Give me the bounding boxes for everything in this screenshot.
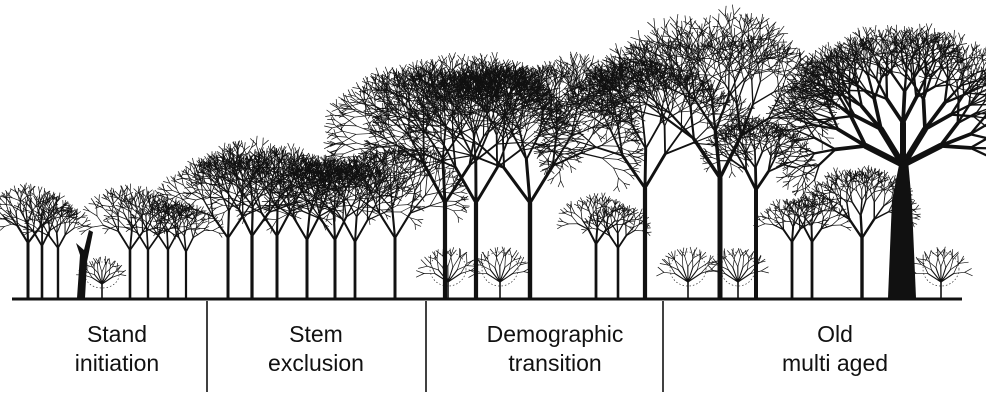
tree-icon	[802, 165, 921, 300]
stage-label-line: multi aged	[781, 350, 889, 376]
stage-label-stem-exclusion: Stem exclusion	[241, 320, 391, 378]
tree-icon	[152, 201, 225, 300]
shrub-icon	[705, 248, 769, 298]
tree-icon	[581, 203, 652, 300]
old-tree-icon	[759, 23, 986, 298]
stage-label-line: Stem	[289, 321, 343, 347]
stage-label-old-multi-aged: Old multi aged	[735, 320, 935, 378]
tree-icon	[583, 4, 841, 301]
stage-label-line: Stand	[86, 321, 148, 347]
shrub-icon	[907, 246, 973, 298]
snag-icon	[76, 230, 93, 298]
stage-label-line: transition	[508, 350, 602, 376]
stage-label-demographic-transition: Demographic transition	[455, 320, 655, 378]
shrub-icon	[468, 246, 533, 298]
shrub-icon	[416, 247, 481, 298]
tree-icon	[0, 182, 77, 300]
tree-group	[0, 4, 986, 301]
stage-label-line: Demographic	[486, 321, 624, 347]
stage-label-line: exclusion	[268, 350, 364, 376]
stage-label-stand-initiation: Stand initiation	[42, 320, 192, 378]
tree-icon	[0, 192, 80, 300]
tree-icon	[22, 205, 92, 300]
shrub-icon	[656, 246, 719, 298]
tree-icon	[556, 192, 635, 300]
tree-icon	[290, 157, 426, 300]
stage-label-line: Old	[817, 321, 853, 347]
stage-label-line: initiation	[74, 350, 160, 376]
tree-icon	[699, 115, 817, 300]
shrub-icon	[75, 256, 127, 298]
tree-icon	[316, 145, 470, 300]
